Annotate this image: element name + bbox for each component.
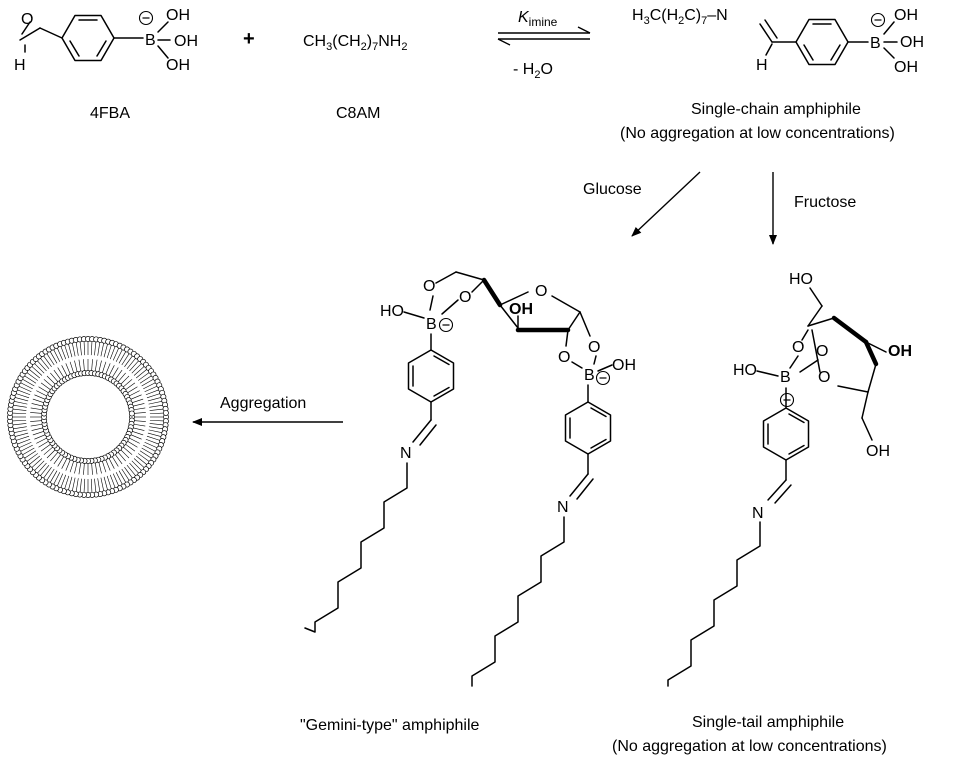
- oxygen-atom: O: [588, 339, 600, 356]
- boron-atom: B: [780, 369, 791, 386]
- benzene-ring: [407, 349, 455, 403]
- oxygen-atom: O: [459, 289, 471, 306]
- plus-sign: +: [243, 28, 255, 50]
- fba-label: 4FBA: [90, 105, 130, 122]
- glucose-arrow: Glucose: [583, 171, 701, 237]
- benzene-ring: [564, 401, 612, 455]
- fructose-label: Fructose: [794, 194, 856, 211]
- ring-oxygen: O: [818, 369, 830, 386]
- hydroxyl-label: OH: [166, 7, 190, 24]
- hydroxyl-label: OH: [166, 57, 190, 74]
- alkyl-chain: [667, 521, 761, 687]
- alkyl-chain: [304, 462, 408, 633]
- fructose-arrow: Fructose: [769, 172, 856, 245]
- hydroxyl-label: OH: [900, 34, 924, 51]
- water-byproduct: - H2O: [513, 61, 553, 81]
- oxygen-atom: O: [423, 278, 435, 295]
- negative-charge-icon: [595, 370, 611, 386]
- lipid-head: [128, 410, 135, 417]
- aldehyde-oxygen: O: [21, 11, 33, 28]
- gemini-amphiphile: O B HO O O OH O O B OH N: [300, 271, 636, 734]
- single-tail-amphiphile: HO OH OH O O O B HO N Single-tail amphip…: [612, 271, 912, 755]
- single-tail-label: Single-tail amphiphile: [692, 714, 844, 731]
- equilibrium-arrow: Kimine - H2O: [497, 9, 591, 81]
- hydroxyl-label: OH: [174, 33, 198, 50]
- hydroxyl-label: OH: [866, 443, 890, 460]
- glucose-label: Glucose: [583, 181, 642, 198]
- oxygen-atom: O: [558, 349, 570, 366]
- gemini-label: "Gemini-type" amphiphile: [300, 717, 480, 734]
- oxygen-atom: O: [792, 339, 804, 356]
- ring-oxygen: O: [535, 283, 547, 300]
- nitrogen-atom: N: [557, 499, 569, 516]
- c8am-formula: CH3(CH2)7NH2: [303, 33, 407, 53]
- oxygen-atom: O: [816, 343, 828, 360]
- hydroxyl-label: OH: [612, 357, 636, 374]
- benzene-ring: [795, 18, 849, 66]
- single-tail-note: (No aggregation at low concentrations): [612, 738, 887, 755]
- fba-molecule: O H B OH OH OH 4FBA: [14, 7, 198, 122]
- aggregation-label: Aggregation: [220, 395, 306, 412]
- boron-atom: B: [145, 32, 156, 49]
- c8am-label: C8AM: [336, 105, 380, 122]
- alkyl-chain: [471, 516, 565, 687]
- single-chain-note: (No aggregation at low concentrations): [620, 125, 895, 142]
- hydroxyl-label: OH: [894, 7, 918, 24]
- hydroxyl-label: HO: [733, 362, 757, 379]
- negative-charge-icon: [438, 317, 454, 333]
- boron-atom: B: [426, 316, 437, 333]
- aggregation-arrow: Aggregation: [192, 395, 343, 426]
- vesicle-icon: [7, 336, 169, 498]
- boron-atom: B: [584, 367, 595, 384]
- c8am-molecule: CH3(CH2)7NH2 C8AM: [303, 33, 407, 122]
- hydroxyl-label: OH: [509, 301, 533, 318]
- nitrogen-atom: N: [400, 445, 412, 462]
- hydroxyl-label: OH: [888, 343, 912, 360]
- hydroxyl-label: HO: [380, 303, 404, 320]
- boron-atom: B: [870, 35, 881, 52]
- lipid-head: [162, 409, 169, 416]
- single-chain-formula: H3C(H2C)7–N: [632, 7, 728, 27]
- nitrogen-atom: N: [752, 505, 764, 522]
- k-imine-label: Kimine: [518, 9, 558, 29]
- hydroxyl-label: OH: [894, 59, 918, 76]
- negative-charge-icon: [138, 10, 154, 26]
- benzene-ring: [61, 14, 115, 62]
- aldehyde-hydrogen: H: [14, 57, 26, 74]
- hydroxyl-label: HO: [789, 271, 813, 288]
- single-chain-label: Single-chain amphiphile: [691, 101, 861, 118]
- negative-charge-icon: [779, 392, 795, 408]
- negative-charge-icon: [870, 12, 886, 28]
- benzene-ring: [762, 407, 810, 461]
- single-chain-amphiphile: H3C(H2C)7–N H B OH OH OH Single-chain am…: [620, 7, 924, 142]
- imine-hydrogen: H: [756, 57, 768, 74]
